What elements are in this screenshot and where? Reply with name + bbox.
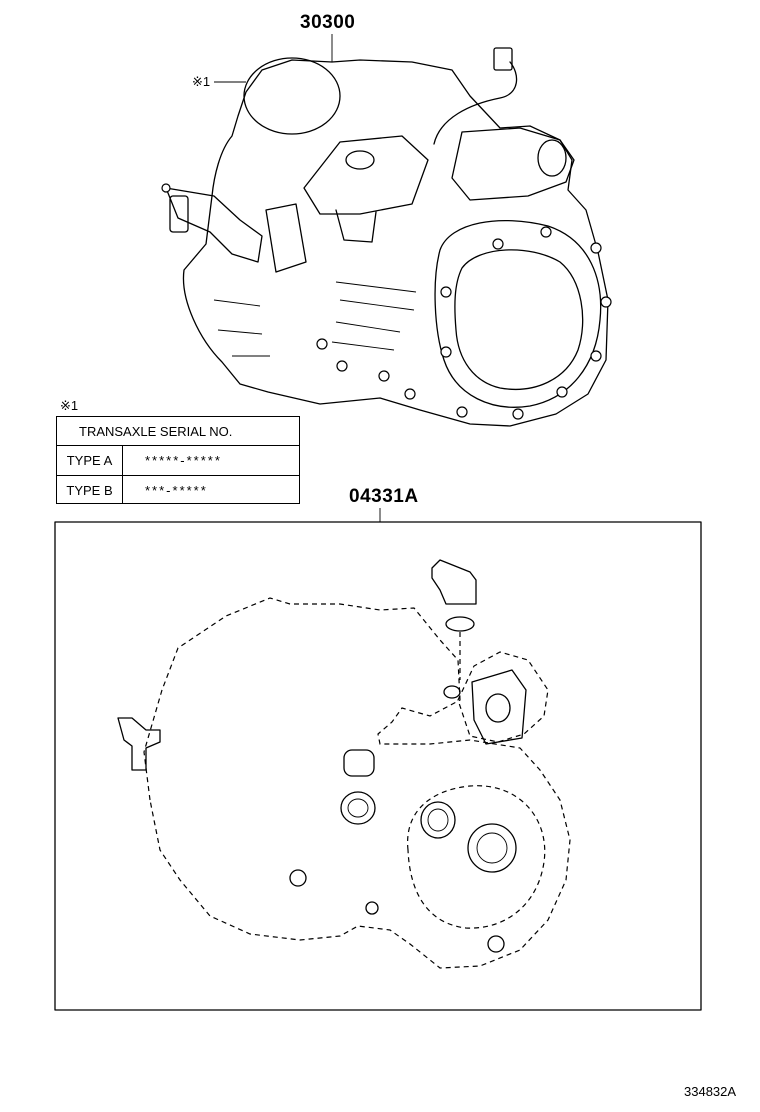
cover-plate: [471, 669, 527, 745]
sensor-connector: [493, 47, 513, 71]
kit-frame: [54, 521, 702, 1011]
serial-format: *****-*****: [145, 453, 222, 468]
serial-table-header: TRANSAXLE SERIAL NO.: [57, 417, 299, 446]
shaft-stub: [117, 717, 161, 771]
bell-gasket-outline: [407, 785, 546, 929]
housing-ribs: [331, 281, 417, 351]
serial-table-row: TYPE B ***-*****: [57, 475, 299, 504]
housing-gasket-outline: [143, 597, 571, 969]
cover-plate-hole: [485, 693, 511, 723]
bell-housing-flange: [434, 220, 602, 408]
illustration-id: 334832A: [684, 1084, 737, 1099]
serial-table-marker: ※1: [60, 398, 79, 413]
oil-seal-small: [340, 791, 376, 825]
oil-seal-medium: [420, 801, 456, 839]
shift-lever-base: [335, 209, 377, 243]
part-number-transaxle: 30300: [300, 12, 356, 33]
serial-type-label: TYPE B: [57, 476, 123, 504]
serial-number-table: TRANSAXLE SERIAL NO. TYPE A *****-***** …: [56, 416, 300, 504]
shift-lever-cap: [345, 150, 375, 170]
bell-housing-inner: [454, 249, 584, 390]
gasket-kit-drawing: [54, 508, 702, 1011]
side-ribs: [213, 299, 270, 357]
oil-seal-large: [467, 823, 517, 873]
output-shaft: [165, 187, 263, 263]
note-marker-callout: ※1: [192, 74, 211, 89]
sensor-housing: [537, 139, 567, 177]
plug-gasket-c: [487, 935, 505, 953]
serial-number-area: [243, 57, 341, 135]
small-seal: [443, 685, 461, 699]
serial-type-label: TYPE A: [57, 446, 123, 475]
part-number-gasket-kit: 04331A: [349, 486, 419, 507]
mount-bracket: [265, 203, 307, 273]
housing-outline: [182, 59, 609, 427]
wire-harness: [433, 61, 518, 145]
serial-table-row: TYPE A *****-*****: [57, 446, 299, 475]
plug-gasket-a: [289, 869, 307, 887]
sensor-cap: [431, 559, 477, 605]
o-ring: [445, 616, 475, 632]
output-shaft-end: [169, 195, 189, 233]
housing-bolts: [316, 226, 612, 420]
valve-body-top: [451, 127, 575, 201]
transaxle-assembly-drawing: [161, 34, 612, 427]
serial-format: ***-*****: [145, 482, 208, 498]
cover-gasket-outline: [457, 651, 549, 743]
shift-control-housing: [303, 135, 429, 215]
bushing: [343, 749, 375, 777]
plug-gasket-b: [365, 901, 379, 915]
